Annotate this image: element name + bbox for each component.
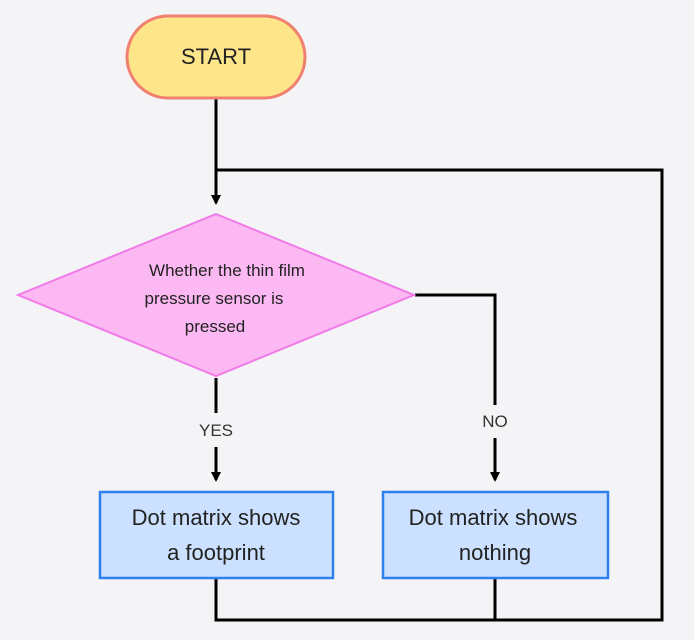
edge-yes-to-loop xyxy=(214,168,664,622)
process-nothing-node: Dot matrix shows nothing xyxy=(381,490,610,580)
decision-node: Whether the thin film pressure sensor is… xyxy=(15,212,417,378)
start-terminator: START xyxy=(125,14,307,100)
decision-label-line-1: Whether the thin film xyxy=(149,261,305,280)
decision-shape xyxy=(15,212,417,378)
start-label: START xyxy=(181,44,251,69)
decision-label-line-2: pressure sensor is xyxy=(145,289,284,308)
process-nothing-line-1: Dot matrix shows xyxy=(409,505,578,530)
edge-label-no: NO xyxy=(482,412,508,431)
connectors xyxy=(211,98,664,622)
edge-decision-to-no xyxy=(415,293,497,405)
process-footprint-node: Dot matrix shows a footprint xyxy=(98,490,335,580)
process-footprint-line-2: a footprint xyxy=(167,540,265,565)
decision-label-line-3: pressed xyxy=(185,317,245,336)
start-shape xyxy=(125,14,307,100)
process-footprint-line-1: Dot matrix shows xyxy=(132,505,301,530)
process-nothing-shape xyxy=(381,490,610,580)
process-footprint-shape xyxy=(98,490,335,580)
edge-label-yes: YES xyxy=(199,421,233,440)
process-nothing-line-2: nothing xyxy=(459,540,531,565)
